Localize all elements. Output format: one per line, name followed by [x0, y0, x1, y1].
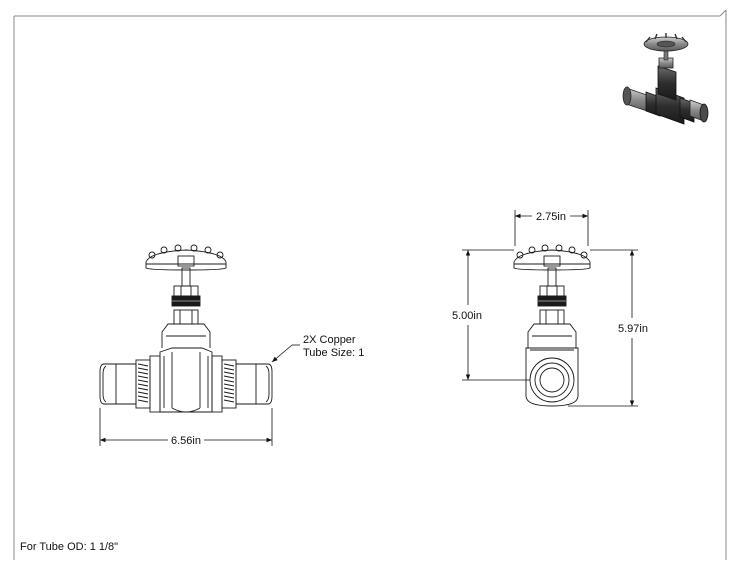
footer-note: For Tube OD: 1 1/8" [20, 541, 119, 553]
copper-tube-callout: 2X Copper Tube Size: 1 [303, 334, 364, 360]
right-thread-lines [223, 363, 235, 403]
callout-line-1: 2X Copper [303, 334, 356, 346]
overall-length-label: 6.56in [171, 435, 201, 447]
height-to-center-label: 5.00in [452, 310, 482, 322]
front-view [99, 244, 273, 413]
dimension-overall-length [99, 408, 273, 446]
overall-height-label: 5.97in [618, 323, 648, 335]
handle-width-label: 2.75in [536, 211, 566, 223]
dimension-overall-height [568, 249, 638, 407]
callout-line-2: Tube Size: 1 [303, 347, 365, 359]
left-thread-lines [137, 363, 149, 403]
sheet-frame [13, 9, 727, 560]
dimension-height-to-center [462, 249, 530, 381]
dimension-handle-width [514, 210, 589, 246]
side-view [513, 244, 591, 407]
isometric-view [622, 33, 709, 125]
copper-tube-callout-leader [271, 344, 300, 363]
